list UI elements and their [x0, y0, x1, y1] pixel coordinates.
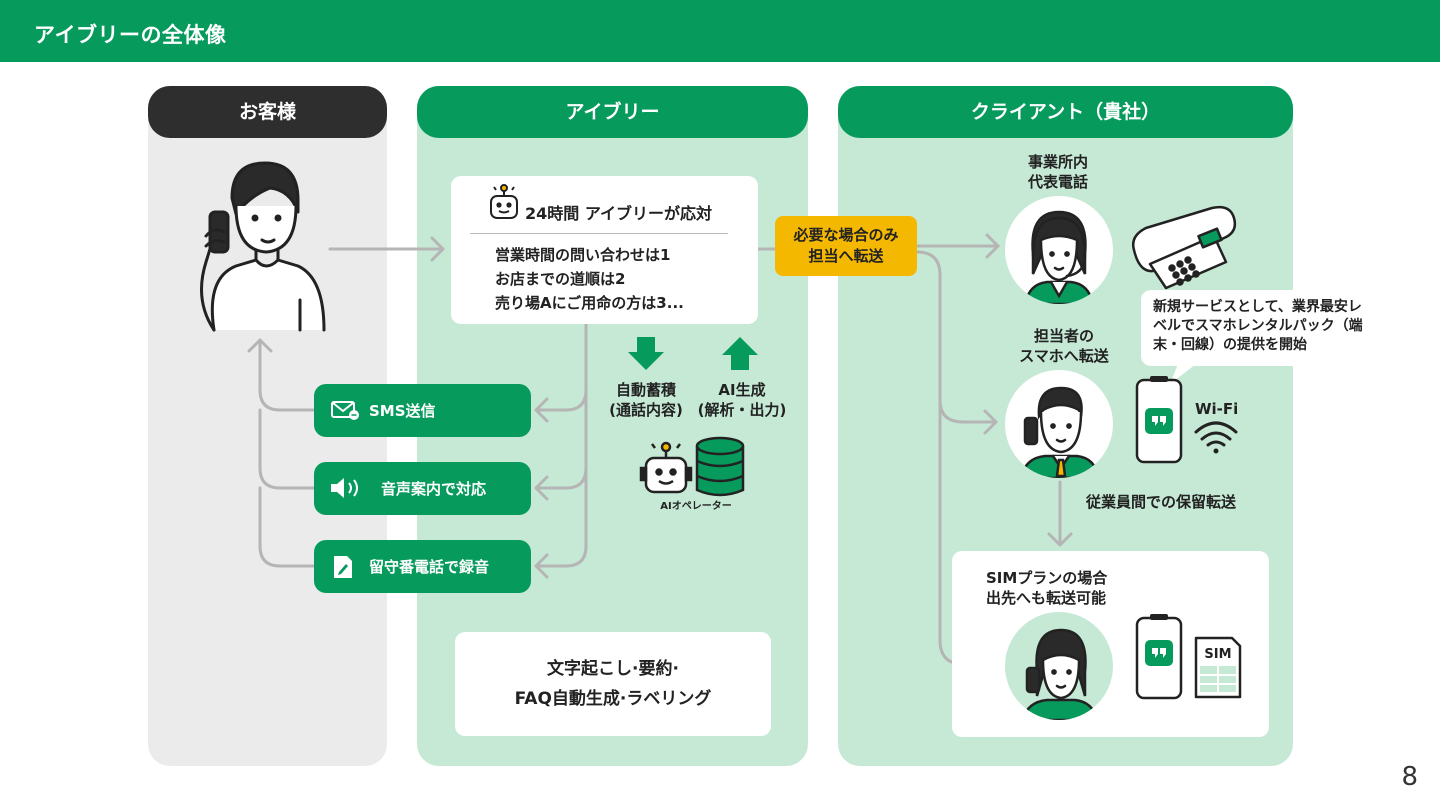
staff-avatar — [1005, 370, 1113, 478]
transfer-line2: 担当へ転送 — [808, 247, 884, 265]
transfer-box: 必要な場合のみ 担当へ転送 — [775, 216, 917, 276]
sim-card-label: SIM — [1204, 647, 1232, 662]
hold-transfer-label: 従業員間での保留転送 — [1086, 493, 1237, 511]
ivr-menu-line: お店までの道順は2 — [495, 270, 626, 288]
bubble-line: 末・回線）の提供を開始 — [1153, 337, 1307, 353]
accumulate-down-arrow — [628, 337, 664, 370]
customer-column-header: お客様 — [148, 86, 387, 138]
page-number: 8 — [1401, 762, 1418, 792]
transcription-line1: 文字起こし·要約· — [547, 659, 679, 679]
mail-icon — [331, 401, 359, 420]
database-icon — [695, 436, 745, 497]
sms-action-label: SMS送信 — [369, 402, 436, 420]
accumulate-label-line1: 自動蓄積 — [615, 381, 676, 399]
office-phone-line2: 代表電話 — [1027, 173, 1088, 191]
voicemail-action-label: 留守番電話で録音 — [369, 558, 490, 576]
transfer-line1: 必要な場合のみ — [793, 226, 899, 244]
voicemail-action-pill: 留守番電話で録音 — [314, 540, 531, 593]
mobile-staff-avatar — [1005, 612, 1113, 720]
accumulate-label-line2: (通話内容) — [609, 401, 683, 419]
robot-icon — [639, 441, 693, 494]
ai-generate-label-line1: AI生成 — [718, 381, 766, 399]
ivr-divider — [470, 233, 728, 234]
ivr-menu-line: 売り場Aにご用命の方は3... — [495, 294, 684, 312]
office-phone-label: 事業所内 代表電話 — [1010, 152, 1106, 192]
client-column-header: クライアント（貴社） — [838, 86, 1293, 138]
ai-generate-label: AI生成 (解析・出力) — [694, 380, 790, 420]
sim-plan-label: SIMプランの場合 出先へも転送可能 — [986, 568, 1107, 608]
sim-plan-line2: 出先へも転送可能 — [986, 589, 1107, 607]
wifi-label: Wi-Fi — [1195, 400, 1239, 418]
header-bar: アイブリーの全体像 — [0, 0, 1440, 62]
office-operator-avatar — [1005, 196, 1113, 304]
transcription-box: 文字起こし·要約· FAQ自動生成·ラベリング — [455, 632, 771, 736]
voice-guide-action-label: 音声案内で対応 — [381, 480, 487, 498]
voice-guide-action-pill: 音声案内で対応 — [314, 462, 531, 515]
speaker-icon — [331, 478, 358, 498]
staff-phone-line1: 担当者の — [1033, 327, 1094, 345]
ivr-title: 24時間 アイブリーが応対 — [525, 204, 713, 223]
office-phone-line1: 事業所内 — [1027, 153, 1088, 171]
sms-action-pill: SMS送信 — [314, 384, 531, 437]
transcription-line2: FAQ自動生成·ラベリング — [514, 689, 712, 709]
ai-operator-label: AIオペレーター — [660, 501, 732, 512]
staff-phone-line2: スマホへ転送 — [1019, 347, 1109, 365]
rental-info-bubble: 新規サービスとして、業界最安レ ベルでスマホレンタルパック（端 末・回線）の提供… — [1141, 290, 1425, 366]
bubble-line: 新規サービスとして、業界最安レ — [1153, 299, 1362, 315]
ai-generate-up-arrow — [722, 337, 758, 370]
memo-icon — [334, 556, 352, 578]
sim-plan-line1: SIMプランの場合 — [986, 569, 1108, 587]
accumulate-label: 自動蓄積 (通話内容) — [604, 380, 688, 420]
ivry-column-header: アイブリー — [417, 86, 808, 138]
page-title: アイブリーの全体像 — [34, 23, 227, 47]
ai-generate-label-line2: (解析・出力) — [697, 401, 787, 419]
bubble-line: ベルでスマホレンタルパック（端 — [1153, 318, 1363, 334]
ivr-menu-line: 営業時間の問い合わせは1 — [495, 246, 671, 264]
staff-phone-label: 担当者の スマホへ転送 — [1010, 326, 1118, 366]
